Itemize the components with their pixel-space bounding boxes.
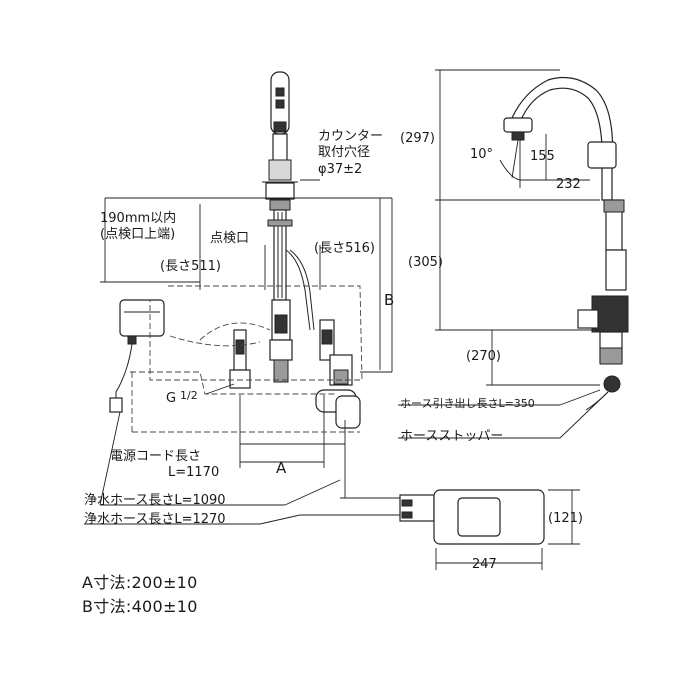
dimension-247: 247 bbox=[472, 557, 497, 572]
hose-leader-lines bbox=[84, 411, 400, 525]
thread-g-label: G bbox=[166, 391, 177, 406]
filter-cartridge bbox=[399, 489, 580, 570]
power-cord-length: L=1170 bbox=[168, 465, 220, 480]
right-dimension-lines bbox=[398, 69, 609, 439]
water-hose-1270-label: 浄水ホース長さL=1270 bbox=[84, 512, 226, 527]
length-511-label: (長さ511) bbox=[160, 259, 221, 274]
dimension-232: 232 bbox=[556, 177, 581, 192]
counter-hole-diameter: φ37±2 bbox=[318, 162, 363, 177]
dimension-305: (305) bbox=[408, 255, 443, 270]
length-516-label: (長さ516) bbox=[314, 241, 375, 256]
spec-b-dimension: B寸法:400±10 bbox=[82, 597, 198, 616]
inspection-port-label: 点検口 bbox=[210, 231, 250, 246]
spec-a-dimension: A寸法:200±10 bbox=[82, 573, 198, 592]
dimension-B: B bbox=[384, 291, 395, 309]
limit-190mm-label: 190mm以内 bbox=[100, 211, 177, 226]
faucet-body-front-view bbox=[109, 71, 361, 429]
dimension-270: (270) bbox=[466, 349, 501, 364]
dimension-155: 155 bbox=[530, 149, 555, 164]
faucet-side-view bbox=[503, 77, 629, 411]
cabinet-outline bbox=[130, 285, 363, 433]
left-dimension-lines bbox=[100, 179, 393, 468]
dimension-A: A bbox=[276, 459, 287, 477]
limit-190mm-sub: (点検口上端) bbox=[100, 227, 176, 242]
counter-hole-label-2: 取付穴径 bbox=[318, 145, 371, 160]
angle-10: 10° bbox=[470, 147, 494, 162]
hose-stopper-label: ホースストッパー bbox=[400, 429, 504, 444]
power-cord-label: 電源コード長さ bbox=[110, 449, 202, 464]
thread-fraction: 1/2 bbox=[180, 389, 198, 402]
dimension-121: (121) bbox=[548, 511, 583, 526]
water-hose-1090-label: 浄水ホース長さL=1090 bbox=[84, 493, 226, 508]
dimension-297: (297) bbox=[400, 131, 435, 146]
hose-pull-length-label: ホース引き出し長さL=350 bbox=[400, 397, 535, 410]
counter-hole-label: カウンター bbox=[318, 129, 384, 144]
